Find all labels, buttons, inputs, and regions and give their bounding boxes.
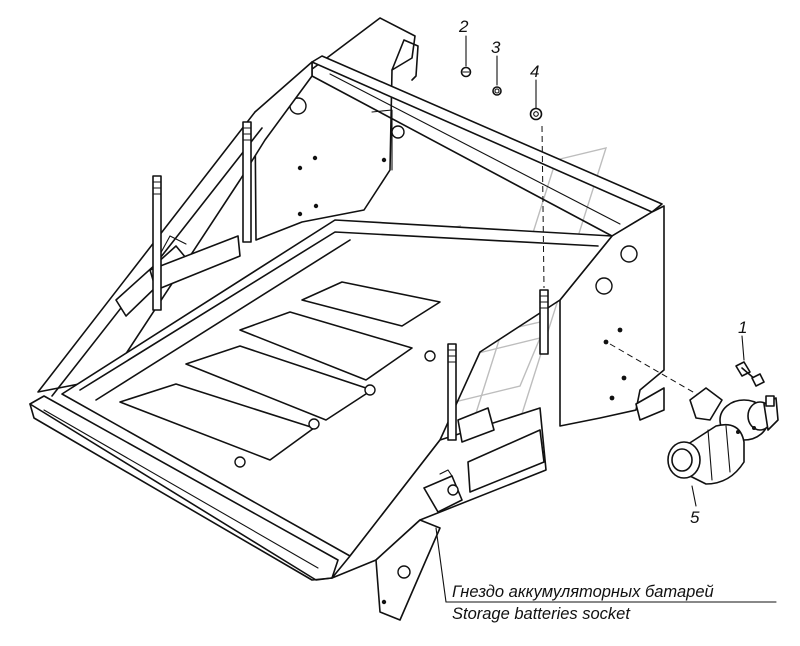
top-cross-member (311, 55, 663, 213)
caption-en: Storage batteries socket (452, 605, 631, 623)
rod-front-right (447, 343, 457, 441)
callout-2: 2 (458, 17, 469, 36)
callout-3: 3 (491, 38, 501, 57)
floor-pad-2 (239, 311, 413, 381)
mount-bracket (689, 387, 723, 421)
washer-3 (492, 86, 502, 96)
caption-ru: Гнездо аккумуляторных батарей (452, 583, 714, 601)
rod-front-left (152, 175, 162, 311)
battery-tray (29, 17, 665, 621)
callout-4: 4 (530, 62, 539, 81)
switch-assembly (609, 343, 779, 485)
floor-pad-1 (301, 281, 441, 327)
rod-rear-right (539, 289, 549, 355)
callout-5: 5 (690, 508, 700, 527)
rear-wall (254, 17, 416, 241)
washer-4 (529, 107, 543, 121)
hold-down-rods (152, 121, 549, 443)
leader-lines (435, 35, 777, 603)
front-lip (29, 395, 339, 581)
callout-1: 1 (738, 318, 747, 337)
rod-rear-left (242, 121, 252, 243)
